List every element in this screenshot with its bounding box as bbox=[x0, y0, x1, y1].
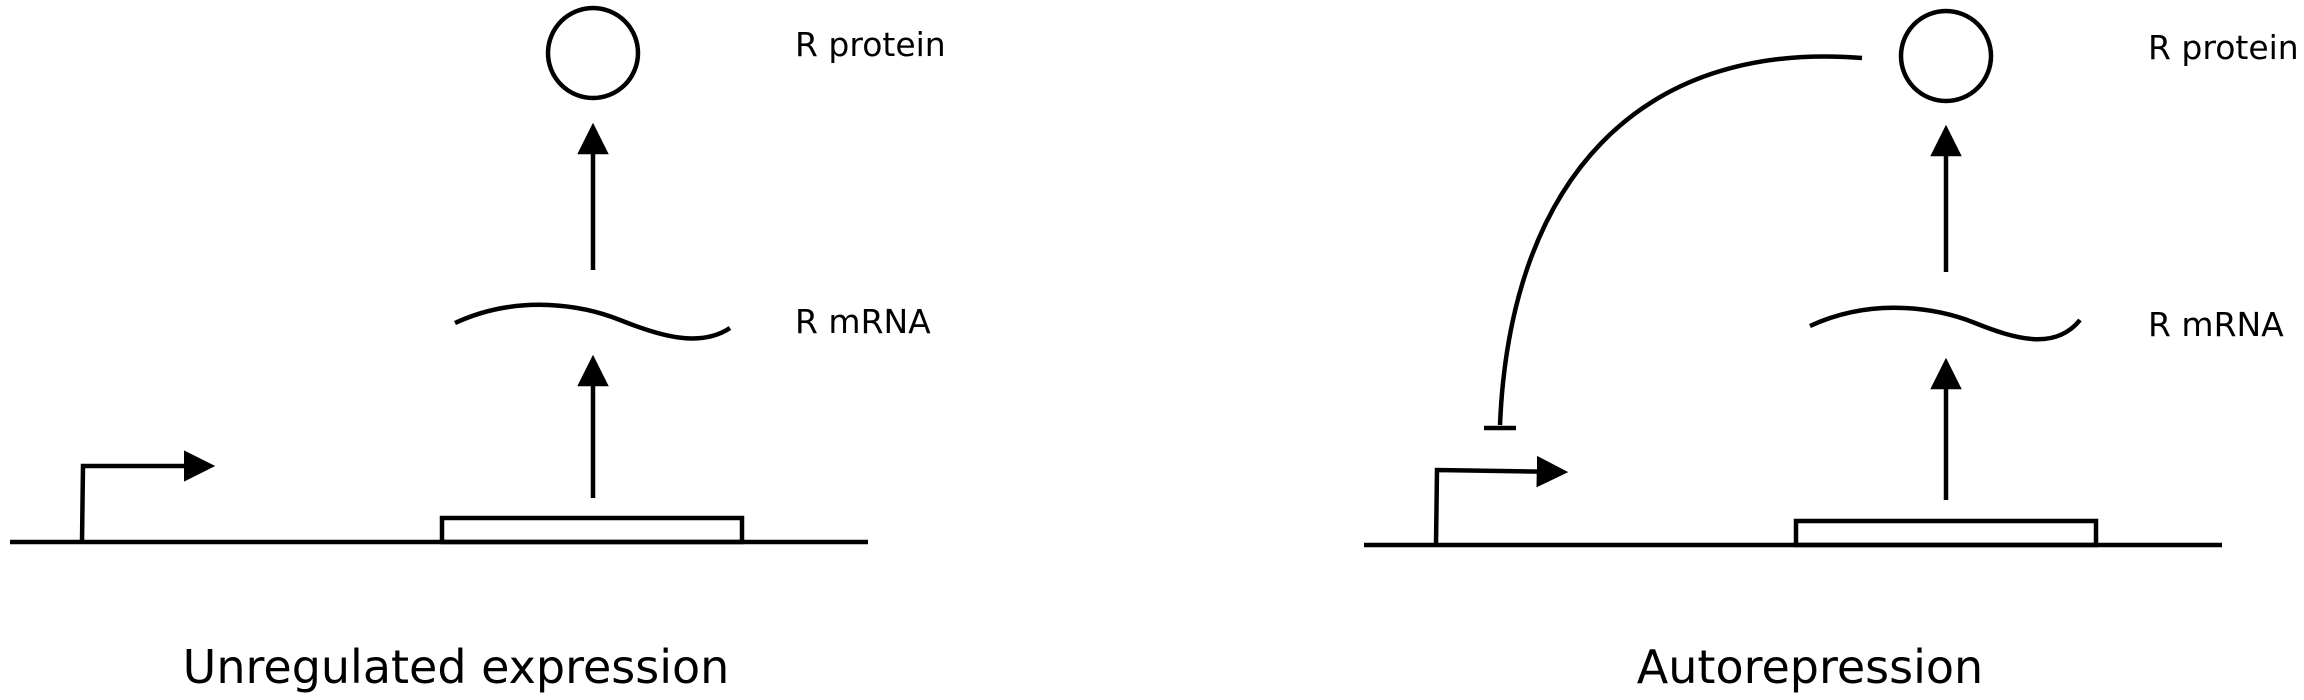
panel-caption: Unregulated expression bbox=[183, 640, 730, 694]
panel-autorepression: R protein R mRNA Autorepression bbox=[1364, 8, 2299, 694]
promoter-arrow bbox=[79, 450, 216, 543]
mrna-label: R mRNA bbox=[795, 302, 931, 341]
repression-arc bbox=[1497, 54, 1863, 426]
mrna-label: R mRNA bbox=[2148, 305, 2284, 344]
protein-circle bbox=[545, 5, 641, 101]
promoter-arrow bbox=[1433, 455, 1569, 546]
protein-label: R protein bbox=[2148, 28, 2299, 67]
gene-box bbox=[439, 515, 745, 545]
mrna-squiggle bbox=[454, 302, 732, 341]
gene-box bbox=[1793, 518, 2099, 548]
panel-unregulated: R protein R mRNA Unregulated expression bbox=[10, 5, 946, 694]
protein-circle bbox=[1898, 8, 1994, 104]
protein-label: R protein bbox=[795, 25, 946, 64]
mrna-squiggle bbox=[1809, 305, 2082, 342]
panel-caption: Autorepression bbox=[1637, 640, 1983, 694]
